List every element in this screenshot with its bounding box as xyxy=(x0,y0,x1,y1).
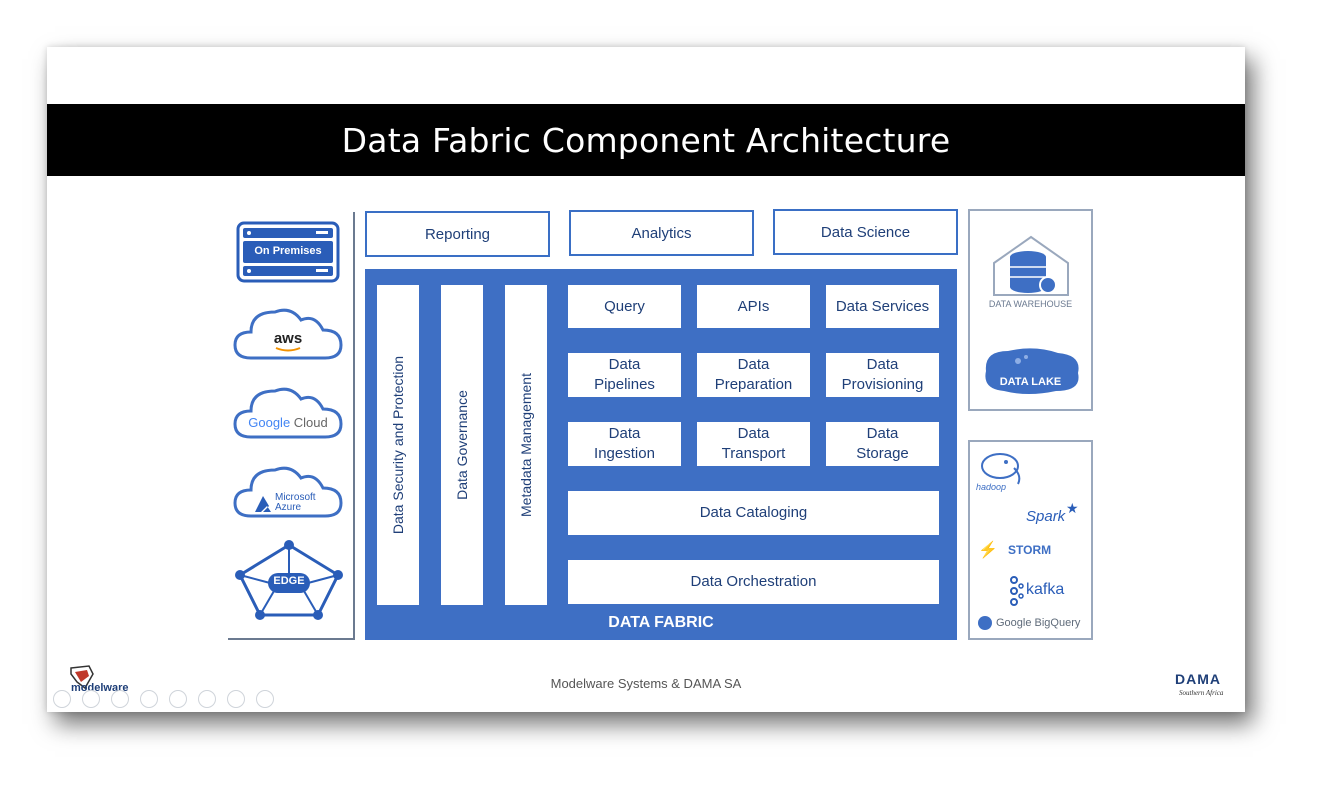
data-fabric-label: DATA FABRIC xyxy=(608,614,714,631)
on-premises-icon: On Premises xyxy=(236,221,340,283)
edge-network-icon: EDGE xyxy=(234,539,344,621)
apis-cell: APIs xyxy=(697,285,810,328)
google-cloud-icon: Google Cloud xyxy=(231,381,345,443)
dama-label: DAMA xyxy=(1175,671,1221,687)
dama-sub-label: Southern Africa xyxy=(1179,689,1224,697)
slide-title: Data Fabric Component Architecture xyxy=(47,104,1245,176)
azure-label-a: Microsoft xyxy=(275,492,316,503)
storm-icon: ⚡ xyxy=(978,542,998,559)
reporting-box: Reporting xyxy=(365,211,550,257)
data-security-label: Data Security and Protection xyxy=(390,355,406,535)
slides-icon[interactable] xyxy=(169,690,187,708)
data-storage-cell: Data Storage xyxy=(826,422,939,466)
azure-label-b: Azure xyxy=(275,502,302,513)
data-preparation-cell: Data Preparation xyxy=(697,353,810,397)
analytics-box: Analytics xyxy=(569,210,754,256)
screen-icon[interactable] xyxy=(227,690,245,708)
tools-panel: hadoop Spark ★ ⚡ STORM kafka Google BigQ… xyxy=(968,440,1093,640)
zoom-icon[interactable] xyxy=(198,690,216,708)
google-cloud-label-b: Cloud xyxy=(290,415,328,430)
data-orchestration-cell: Data Orchestration xyxy=(568,560,939,604)
data-cataloging-cell: Data Cataloging xyxy=(568,491,939,535)
on-premises-label: On Premises xyxy=(254,245,322,257)
metadata-management-label: Metadata Management xyxy=(518,373,535,517)
spark-label: Spark xyxy=(1026,508,1066,525)
aws-label: aws xyxy=(273,330,303,347)
data-provisioning-cell: Data Provisioning xyxy=(826,353,939,397)
bigquery-label: Google BigQuery xyxy=(996,617,1081,629)
kafka-icon xyxy=(1010,576,1024,606)
bigquery-icon xyxy=(978,616,992,630)
sources-baseline xyxy=(228,638,355,640)
data-ingestion-cell: Data Ingestion xyxy=(568,422,681,466)
footer-text: Modelware Systems & DAMA SA xyxy=(550,676,742,691)
data-pipelines-cell: Data Pipelines xyxy=(568,353,681,397)
data-warehouse-label: DATA WAREHOUSE xyxy=(988,299,1073,309)
google-cloud-label: Google Cloud xyxy=(231,415,345,430)
storm-label: STORM xyxy=(1008,543,1052,557)
data-fabric-block: Data Security and Protection Data Govern… xyxy=(365,269,957,640)
home-icon[interactable] xyxy=(111,690,129,708)
dama-logo: DAMA Southern Africa xyxy=(1171,665,1235,701)
data-transport-cell: Data Transport xyxy=(697,422,810,466)
edge-label: EDGE xyxy=(273,575,305,587)
data-services-cell: Data Services xyxy=(826,285,939,328)
data-governance-label: Data Governance xyxy=(454,390,471,500)
hadoop-label: hadoop xyxy=(976,482,1007,492)
data-warehouse-icon xyxy=(993,235,1069,296)
data-security-bar: Data Security and Protection xyxy=(377,285,419,605)
aws-cloud-icon: aws xyxy=(231,302,345,364)
metadata-management-bar: Metadata Management xyxy=(505,285,547,605)
pen-icon[interactable] xyxy=(140,690,158,708)
more-options-icon[interactable] xyxy=(256,690,274,708)
next-slide-icon[interactable] xyxy=(82,690,100,708)
data-science-box: Data Science xyxy=(773,209,958,255)
query-cell: Query xyxy=(568,285,681,328)
azure-cloud-icon: Microsoft Azure xyxy=(231,460,345,522)
hadoop-elephant-icon xyxy=(981,453,1021,485)
data-lake-icon xyxy=(985,348,1079,394)
spark-star-icon: ★ xyxy=(1066,500,1079,516)
kafka-label: kafka xyxy=(1026,581,1065,598)
slide: Data Fabric Component Architecture On Pr… xyxy=(47,47,1245,712)
google-cloud-label-a: Google xyxy=(248,415,291,430)
data-lake-label: DATA LAKE xyxy=(999,376,1062,388)
storage-panel: DATA WAREHOUSE DATA LAKE xyxy=(968,209,1093,411)
sources-divider xyxy=(353,212,355,640)
prev-slide-icon[interactable] xyxy=(53,690,71,708)
data-governance-bar: Data Governance xyxy=(441,285,483,605)
